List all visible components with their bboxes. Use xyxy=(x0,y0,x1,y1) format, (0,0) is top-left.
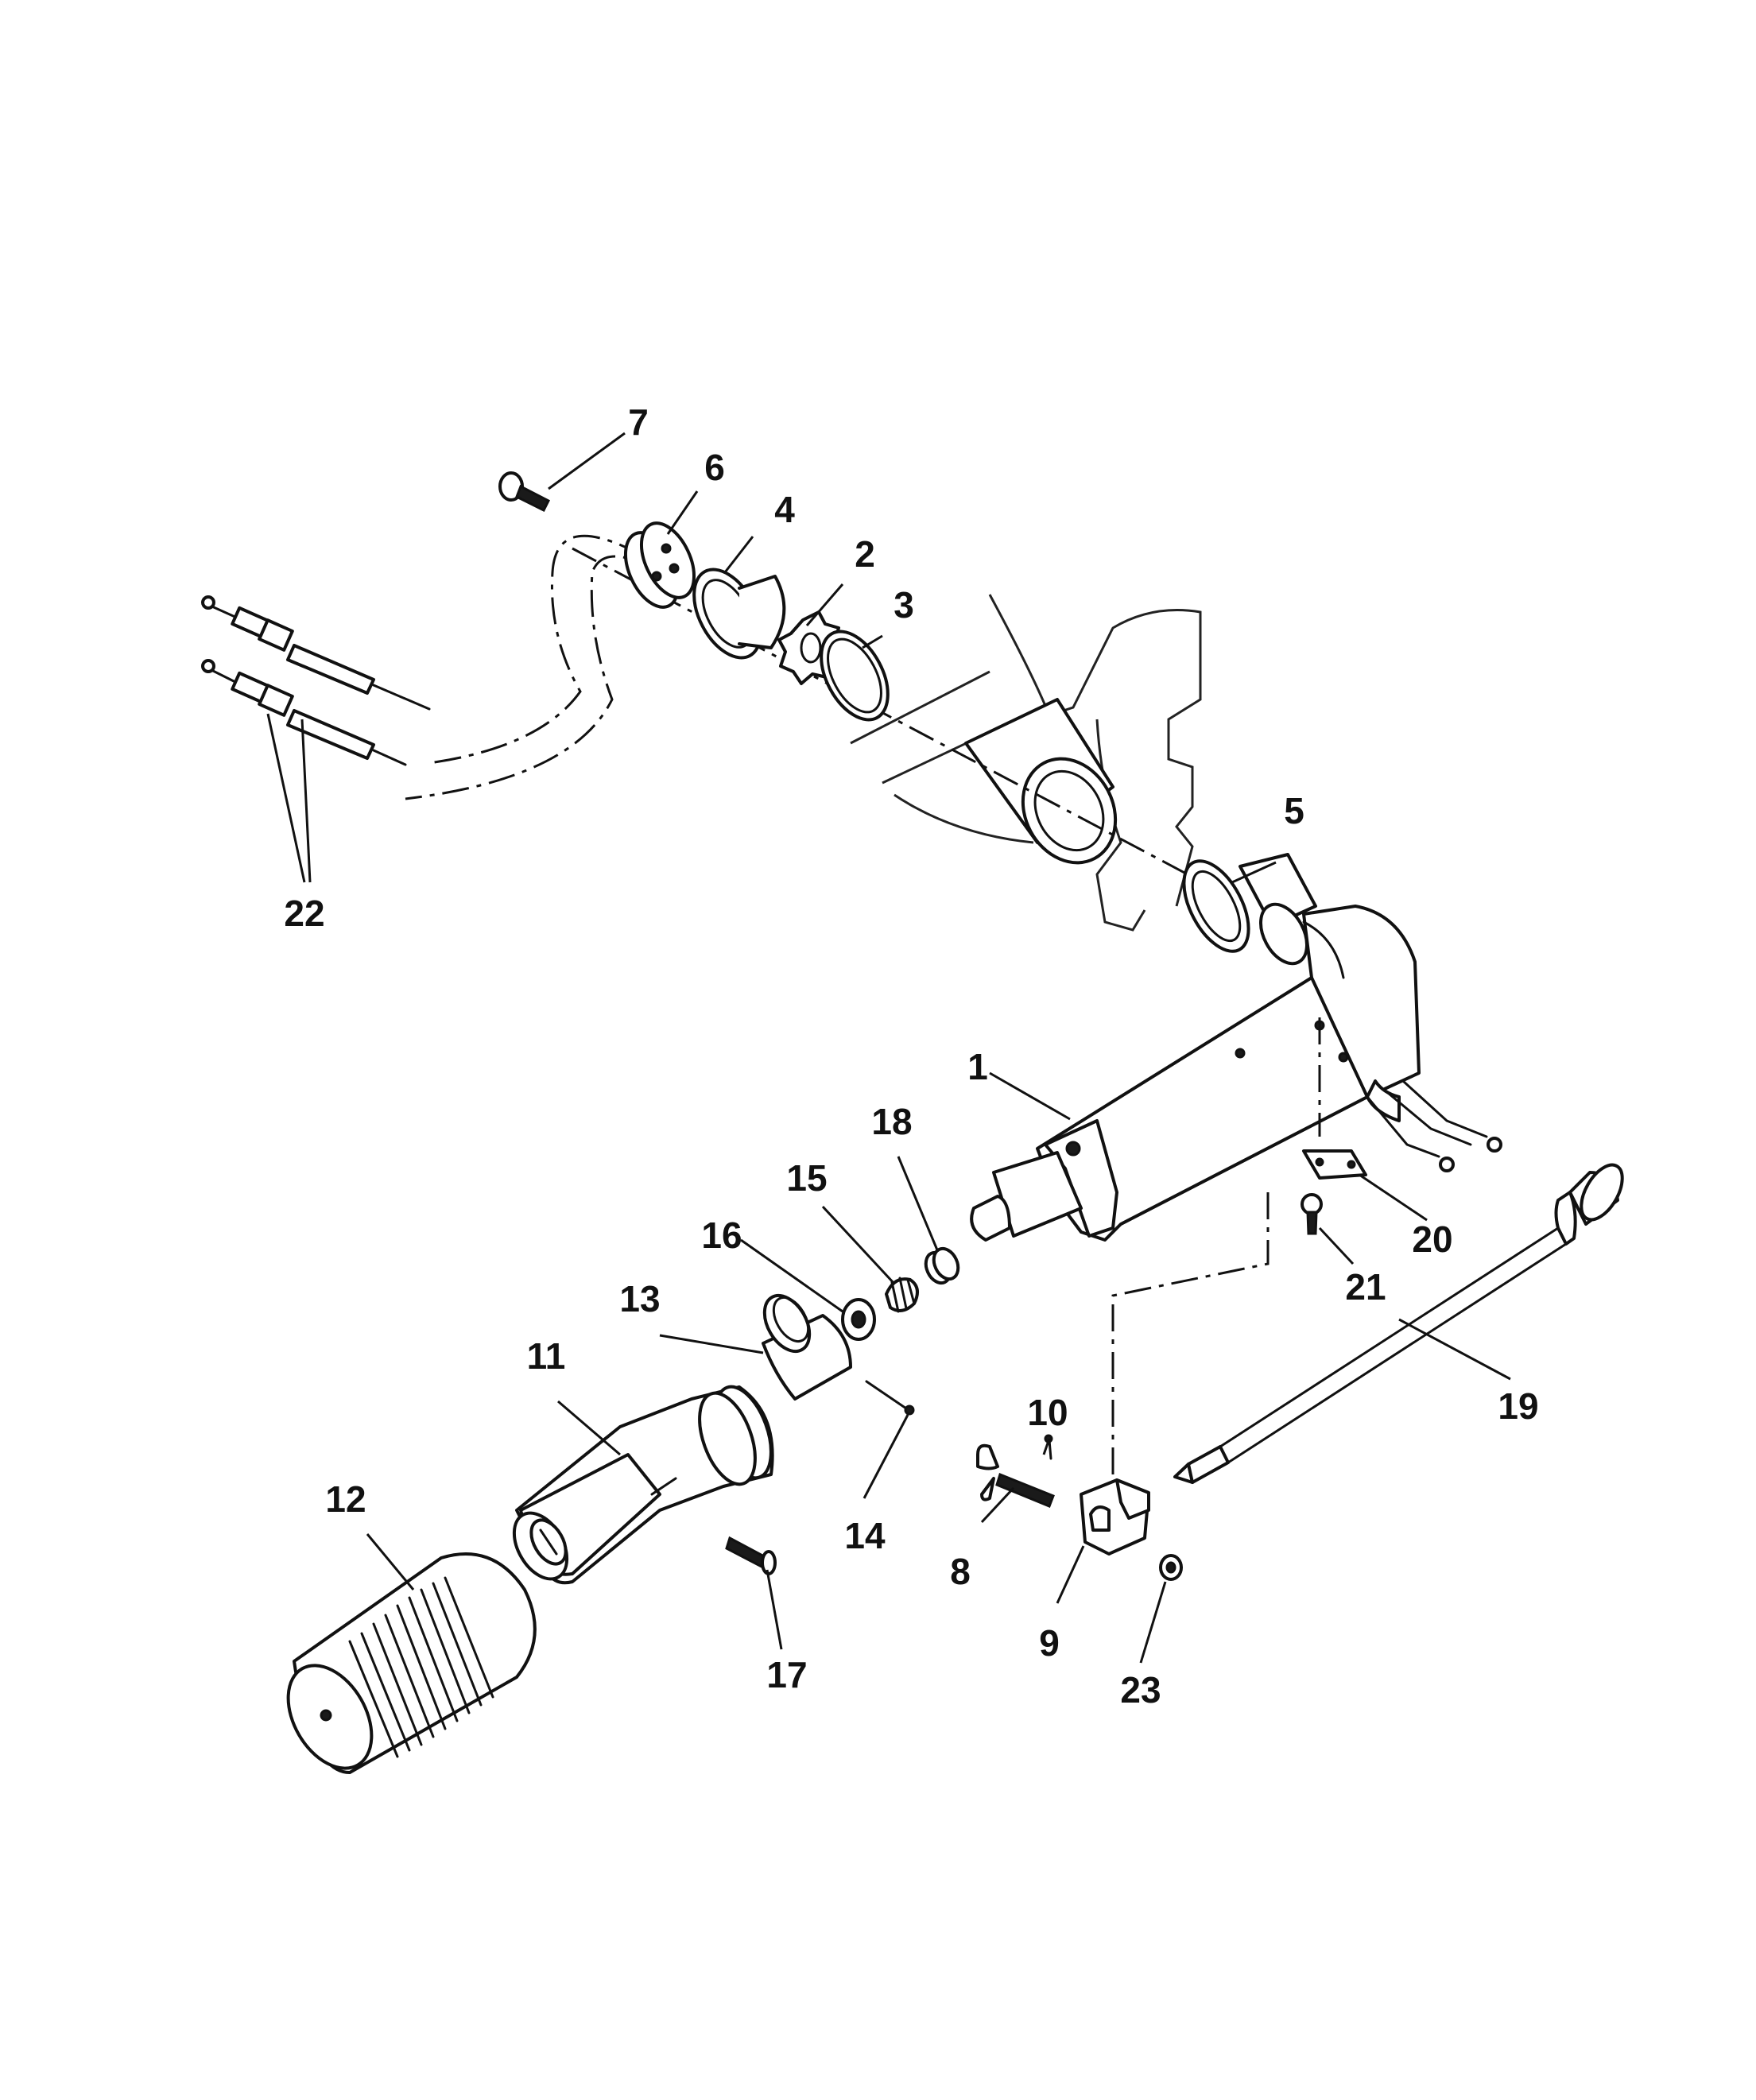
part-4-bushing xyxy=(692,568,786,660)
leader-16 xyxy=(740,1238,843,1313)
assembly-centerline-upper xyxy=(572,547,1241,904)
part-11-throttle-shaft xyxy=(512,1385,774,1585)
callout-6: 6 xyxy=(704,447,725,488)
part-8-thumb-screw xyxy=(976,1443,1055,1508)
callout-8: 8 xyxy=(950,1551,971,1592)
throttle-cables xyxy=(201,595,431,766)
cable-loop-path-2 xyxy=(405,555,661,800)
callout-20: 20 xyxy=(1412,1219,1452,1260)
leader-12 xyxy=(366,1533,415,1590)
callout-labels: 1 2 3 4 5 6 7 8 9 10 11 12 13 14 15 16 1… xyxy=(284,401,1538,1711)
leader-19 xyxy=(1398,1318,1511,1381)
clamp-centerline xyxy=(1111,1192,1270,1478)
callout-21: 21 xyxy=(1345,1266,1386,1308)
part-1-tiller-arm xyxy=(970,853,1502,1242)
leader-9 xyxy=(1056,1545,1085,1604)
cable-loop-path xyxy=(428,534,645,765)
part-18-bushing xyxy=(924,1246,960,1285)
part-23-washer xyxy=(1159,1554,1183,1581)
leader-17 xyxy=(766,1569,783,1650)
leader-10 xyxy=(1042,1438,1051,1455)
part-16-washer xyxy=(841,1298,876,1341)
callout-12: 12 xyxy=(325,1478,366,1520)
leader-21 xyxy=(1318,1226,1355,1265)
callout-22: 22 xyxy=(284,893,324,934)
part-7-screw xyxy=(498,471,551,513)
callout-1: 1 xyxy=(967,1046,988,1087)
part-6-retainer-plate xyxy=(623,521,696,609)
part-21-screw xyxy=(1301,1193,1323,1235)
leader-18 xyxy=(897,1156,940,1253)
callout-18: 18 xyxy=(871,1101,912,1142)
leader-6 xyxy=(666,490,699,535)
leader-lines xyxy=(266,432,1511,1664)
leader-11 xyxy=(557,1400,621,1456)
part-3-o-ring xyxy=(820,630,890,722)
part-17-screw xyxy=(725,1536,777,1575)
callout-9: 9 xyxy=(1039,1622,1060,1664)
engine-housing-outline xyxy=(850,594,1202,932)
callout-19: 19 xyxy=(1498,1385,1538,1427)
leader-3 xyxy=(862,634,883,649)
leader-7 xyxy=(548,432,626,490)
leader-23 xyxy=(1139,1581,1167,1664)
leader-4 xyxy=(723,536,754,573)
part-12-grip xyxy=(286,1552,537,1774)
part-14-pin xyxy=(865,1380,915,1416)
callout-10: 10 xyxy=(1027,1392,1068,1433)
leader-8 xyxy=(980,1486,1015,1524)
callout-11: 11 xyxy=(527,1335,566,1377)
callout-23: 23 xyxy=(1120,1669,1161,1711)
callout-16: 16 xyxy=(701,1215,742,1256)
leader-22b xyxy=(300,719,312,883)
leader-22a xyxy=(266,713,306,883)
leader-13 xyxy=(659,1334,764,1354)
callout-13: 13 xyxy=(619,1278,660,1319)
part-19-rod xyxy=(1173,1163,1624,1484)
callout-7: 7 xyxy=(628,401,649,443)
tiller-housing-tube xyxy=(964,698,1118,865)
callout-2: 2 xyxy=(855,533,875,575)
part-15-spring xyxy=(885,1277,919,1313)
callout-15: 15 xyxy=(786,1157,827,1199)
callout-17: 17 xyxy=(766,1654,807,1695)
leader-2 xyxy=(805,583,844,626)
part-20-plate xyxy=(1302,1149,1367,1180)
part-13-sleeve xyxy=(762,1293,852,1401)
part-9-clamp-block xyxy=(1080,1478,1150,1556)
leader-1 xyxy=(989,1071,1071,1121)
part-5-washer xyxy=(1182,859,1250,953)
leader-5 xyxy=(1231,861,1277,884)
callout-3: 3 xyxy=(894,584,914,626)
leader-14 xyxy=(862,1414,909,1499)
callout-4: 4 xyxy=(774,489,795,530)
callout-14: 14 xyxy=(844,1515,886,1556)
callout-5: 5 xyxy=(1284,790,1304,831)
leader-15 xyxy=(821,1205,896,1285)
leader-20 xyxy=(1359,1173,1428,1222)
